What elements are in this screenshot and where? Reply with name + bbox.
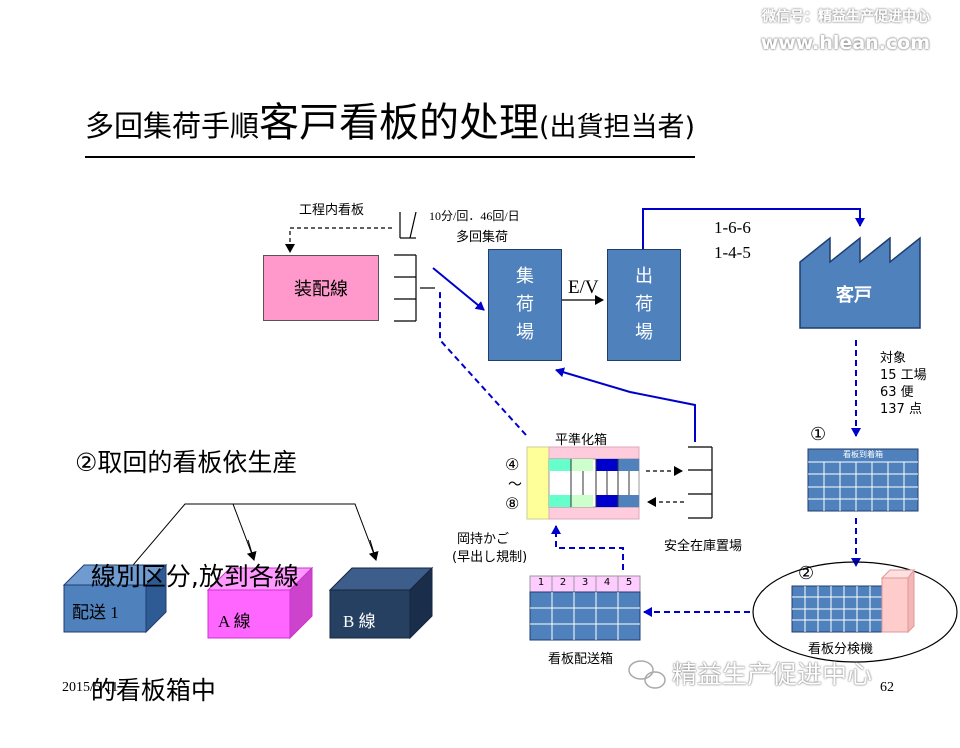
note-line-2: 線別区分,放到各線 (75, 562, 299, 591)
title-part3: (出貨担当者) (539, 112, 696, 143)
route-label-2: 1-4-5 (714, 243, 751, 262)
ship-to-customer-arrow (642, 208, 865, 249)
kanban-post-icon (399, 211, 417, 239)
page-title: 多回集荷手順客戸看板的处理(出貨担当者) (85, 100, 696, 158)
collection-char-2: 荷 (516, 294, 534, 315)
target-factories: 15 工場 (880, 368, 927, 383)
step-4-marker: ④ (505, 455, 520, 474)
target-title: 対象 (880, 351, 907, 366)
target-info: 対象 15 工場 63 便 137 点 (880, 350, 927, 418)
collection-char-3: 場 (516, 322, 534, 343)
wechat-watermark: 微信号：精益生产促进中心 (762, 9, 930, 25)
step-8-marker: ⑧ (505, 494, 520, 513)
shipping-char-3: 場 (635, 322, 653, 343)
safety-stock-shelf (688, 446, 713, 519)
delivery-box-columns: 1 2 3 4 5 (530, 577, 640, 592)
target-shipments: 63 便 (880, 385, 914, 400)
early-limit-label: (早出し規制) (452, 550, 528, 565)
shipping-char-2: 荷 (635, 294, 653, 315)
leveling-box (526, 446, 640, 520)
sorter-ellipse (752, 561, 958, 663)
line-b-label: B 線 (343, 612, 376, 631)
shipping-area-box: 出 荷 場 (607, 249, 681, 361)
dashed-return-arrow (439, 290, 527, 436)
page-number: 62 (880, 680, 894, 695)
line-a-cube (206, 566, 314, 640)
delivery-to-basket-arrow (551, 525, 624, 570)
range-tilde: ～ (508, 477, 522, 493)
line-a-label: A 線 (218, 612, 251, 631)
step-1-marker: ① (810, 424, 827, 445)
step-2-marker: ② (798, 563, 815, 584)
assembly-line-box: 装配線 (263, 255, 379, 321)
footer-brand-watermark: 精益生产促进中心 (672, 660, 873, 689)
footer-date: 2015/5/11 (62, 680, 119, 695)
note-line-1: ②取回的看板依生産 (75, 448, 298, 477)
in-process-kanban-label: 工程内看板 (299, 203, 365, 218)
line-b-cube (328, 566, 434, 640)
route-label-1: 1-6-6 (714, 218, 751, 237)
step-2-note: ②取回的看板依生産 線別区分,放到各線 的看板箱中 (75, 368, 299, 748)
customer-label: 客戸 (836, 285, 872, 306)
kanban-dashed-arrow (285, 227, 392, 253)
delivery-cube-label: 配送 1 (72, 603, 119, 622)
site-watermark: www.hlean.com (760, 32, 930, 54)
arrow-to-collection (432, 267, 485, 311)
kanban-arrival-box-label: 看板到着箱 (843, 450, 883, 459)
kanban-sorter-machine (791, 568, 915, 634)
delivery-col-1: 1 (537, 577, 545, 588)
kanban-arrival-box (807, 448, 919, 512)
collection-char-1: 集 (516, 266, 534, 287)
collection-area-box: 集 荷 場 (488, 249, 562, 361)
kanban-delivery-box (529, 575, 641, 641)
assembly-shelf (394, 254, 417, 322)
stock-to-collection-arrow (555, 367, 696, 442)
flow-diagram (62, 208, 958, 689)
title-part2: 客戸看板的处理 (259, 100, 540, 146)
customer-factory-icon (799, 236, 921, 329)
ev-label: E/V (568, 277, 599, 298)
delivery-col-3: 3 (581, 577, 589, 588)
okamochi-label: 岡持かご (457, 532, 510, 547)
distribution-tree (121, 503, 376, 579)
delivery-col-4: 4 (603, 577, 611, 588)
target-points: 137 点 (880, 402, 922, 417)
leveling-box-label: 平準化箱 (555, 433, 608, 448)
title-part1: 多回集荷手順 (85, 109, 260, 143)
kanban-sorter-label: 看板分検機 (808, 642, 874, 657)
kanban-delivery-box-label: 看板配送箱 (548, 652, 614, 667)
safety-stock-label: 安全在庫置場 (664, 539, 743, 554)
delivery-col-5: 5 (625, 577, 633, 588)
frequency-label: 10分/回．46回/日 (429, 209, 520, 223)
multi-pickup-label: 多回集荷 (456, 230, 509, 245)
note-line-3: 的看板箱中 (75, 676, 216, 705)
delivery-cube (62, 563, 168, 634)
shipping-char-1: 出 (635, 266, 653, 287)
delivery-col-2: 2 (559, 577, 567, 588)
wechat-logo-icon (628, 660, 666, 689)
